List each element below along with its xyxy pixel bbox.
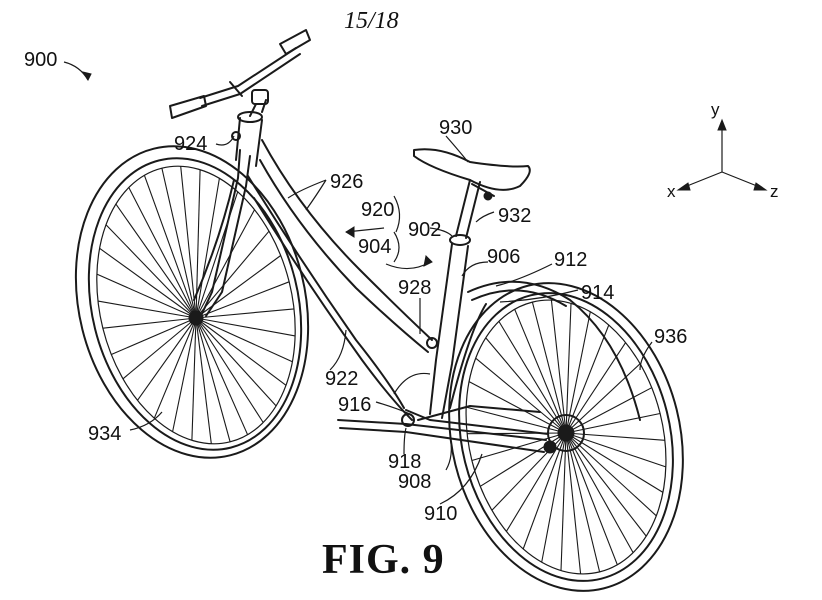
spoke (195, 281, 290, 319)
spoke (195, 255, 282, 319)
spoke (195, 317, 212, 444)
spoke (195, 317, 249, 435)
spoke (498, 321, 567, 434)
label-904: 904 (358, 236, 392, 258)
label-914: 914 (581, 282, 615, 304)
axis-label-z: z (770, 182, 779, 201)
rear-fender (467, 280, 641, 421)
spoke (514, 309, 567, 434)
spoke (560, 432, 567, 571)
spoke (485, 337, 567, 434)
spoke (565, 432, 634, 553)
axis-label-y: y (711, 100, 720, 119)
label-922: 922 (325, 368, 359, 390)
spoke (565, 363, 641, 434)
spoke (195, 308, 295, 319)
spoke (505, 432, 567, 532)
spoke (195, 209, 255, 319)
label-928: 928 (398, 277, 432, 299)
spoke (475, 357, 567, 434)
spoke (195, 317, 264, 423)
spoke (550, 300, 567, 434)
spoke (565, 432, 647, 537)
spoke (565, 432, 657, 517)
spoke (195, 317, 296, 337)
spoke (180, 166, 197, 319)
spoke (128, 187, 197, 319)
spoke (153, 317, 197, 419)
rear-wheel (448, 282, 684, 592)
label-900: 900 (24, 49, 58, 71)
steering-assembly (169, 29, 311, 167)
label-932: 932 (498, 205, 532, 227)
label-916: 916 (338, 394, 372, 416)
spoke (541, 432, 567, 563)
spoke (565, 311, 591, 434)
label-926: 926 (330, 171, 364, 193)
front-wheel (74, 145, 310, 459)
front-fork (193, 149, 251, 319)
spoke (195, 317, 293, 363)
spoke (565, 432, 665, 441)
label-912: 912 (554, 249, 588, 271)
coordinate-axes (676, 118, 768, 191)
spoke (522, 432, 567, 550)
spoke (565, 303, 572, 434)
spoke (97, 300, 197, 319)
spoke (565, 432, 601, 573)
label-936: 936 (654, 326, 688, 348)
spoke (102, 317, 197, 329)
spoke (565, 324, 610, 434)
label-910: 910 (424, 503, 458, 525)
spoke (122, 317, 197, 380)
seat-tube (429, 234, 471, 419)
spoke (105, 224, 197, 319)
spoke (137, 317, 197, 401)
label-934: 934 (88, 423, 122, 445)
spoke (143, 175, 197, 319)
label-918: 918 (388, 451, 422, 473)
label-902: 902 (408, 219, 442, 241)
label-930: 930 (439, 117, 473, 139)
sheet-number: 15/18 (344, 8, 399, 34)
spoke (99, 247, 197, 319)
spoke (195, 317, 287, 386)
spoke (172, 317, 197, 432)
spoke (191, 317, 197, 441)
rear-wheel-spokes (466, 300, 666, 574)
drivetrain (337, 303, 549, 453)
label-920: 920 (361, 199, 395, 221)
spoke (195, 178, 220, 319)
spoke (96, 273, 197, 319)
top-tube (259, 139, 438, 353)
axis-label-x: x (667, 182, 676, 201)
spoke (565, 412, 661, 434)
front-wheel-spokes (96, 166, 296, 444)
label-924: 924 (174, 133, 208, 155)
spoke (565, 432, 666, 468)
spoke (195, 230, 270, 319)
spoke (565, 387, 652, 434)
spoke (565, 432, 618, 565)
spoke (471, 432, 567, 462)
down-tube (247, 175, 413, 421)
spoke (195, 317, 277, 407)
leader-lines (63, 61, 653, 505)
label-906: 906 (487, 246, 521, 268)
figure-caption: FIG. 9 (322, 537, 445, 583)
spoke (161, 168, 197, 319)
spoke (565, 432, 582, 574)
spoke (531, 301, 567, 434)
spoke (111, 317, 197, 356)
spoke (195, 317, 231, 442)
label-908: 908 (398, 471, 432, 493)
spoke (115, 203, 197, 319)
